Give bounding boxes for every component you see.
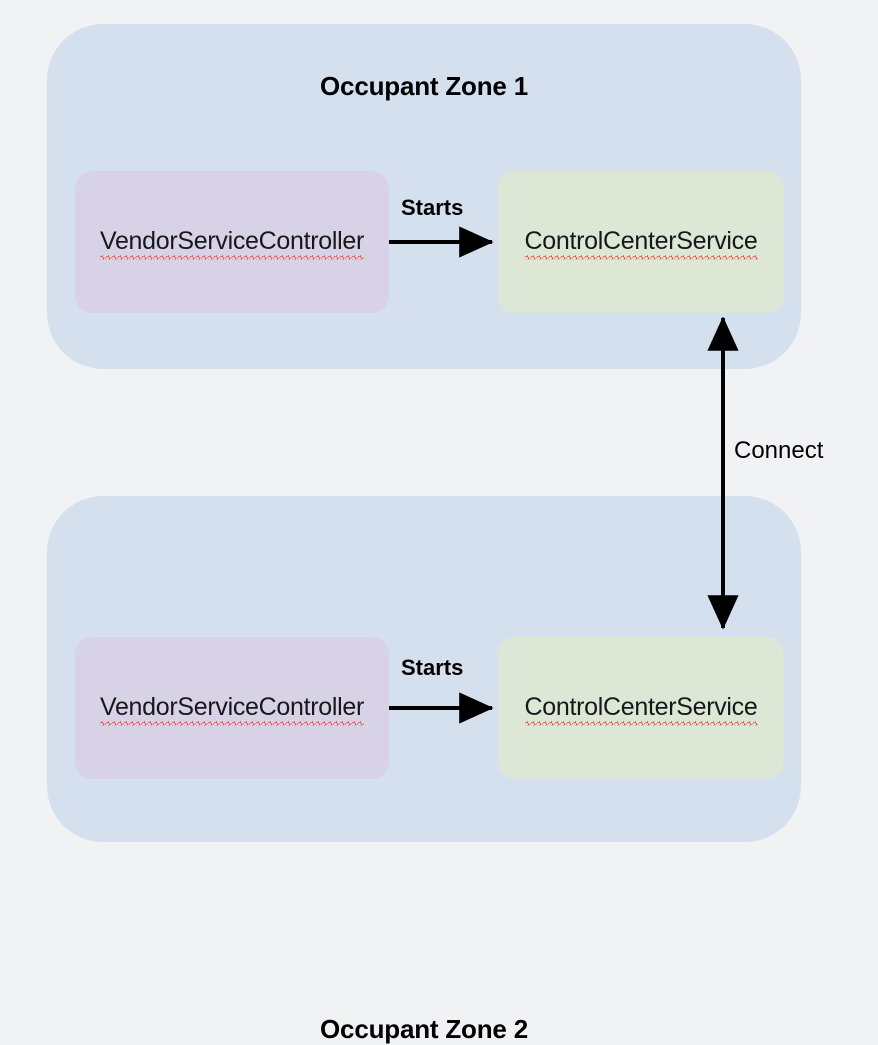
control-center-service-node-zone-1[interactable]: ControlCenterService — [498, 171, 784, 313]
starts-edge-label-zone-2: Starts — [401, 655, 464, 680]
control-center-service-label-zone-1: ControlCenterService — [524, 227, 758, 260]
vendor-service-controller-label-zone-1: VendorServiceController — [99, 227, 364, 260]
occupant-zone-1-title: Occupant Zone 1 — [320, 71, 528, 101]
occupant-zone-2-title: Occupant Zone 2 — [320, 1014, 528, 1044]
connect-edge-label: Connect — [734, 437, 824, 464]
vendor-service-controller-label-zone-2: VendorServiceController — [99, 693, 364, 726]
starts-edge-label-zone-1: Starts — [401, 195, 464, 220]
control-center-service-label-zone-2: ControlCenterService — [524, 693, 758, 726]
vendor-service-controller-node-zone-2[interactable]: VendorServiceController — [75, 637, 389, 779]
architecture-diagram: Occupant Zone 1 VendorServiceController … — [47, 24, 824, 1044]
vendor-service-controller-node-zone-1[interactable]: VendorServiceController — [75, 171, 389, 313]
control-center-service-node-zone-2[interactable]: ControlCenterService — [498, 637, 784, 779]
